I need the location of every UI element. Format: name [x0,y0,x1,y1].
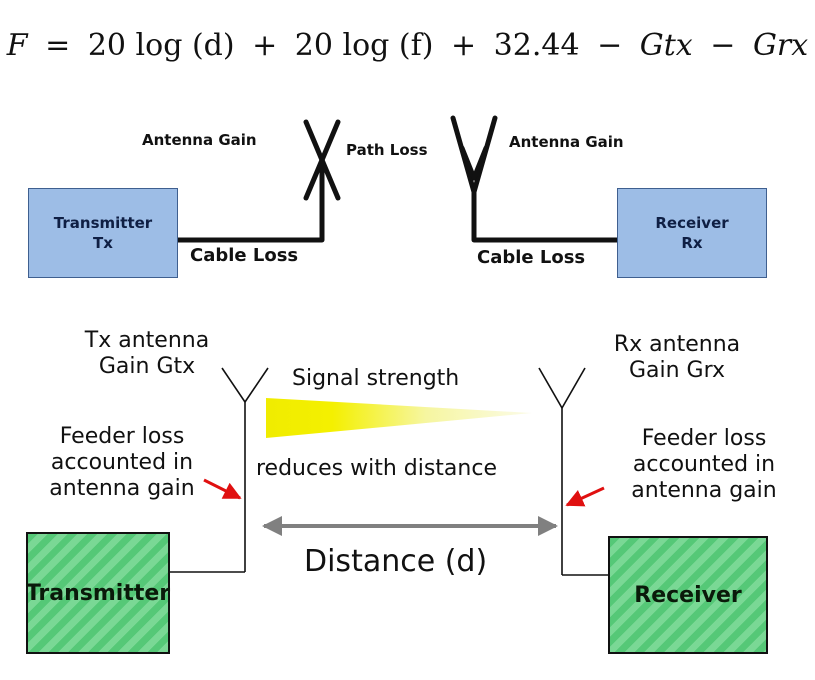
formula-eq: = [45,28,71,63]
rx-feeder-arrow [565,486,605,507]
tx-antenna-gain-label: Antenna Gain [142,131,257,149]
formula-term-distance: 20 log (d) [87,28,235,63]
rx-cable-loss-label: Cable Loss [477,247,586,268]
formula-f: F [6,28,28,63]
receiver-rx-box: Receiver Rx [617,188,767,278]
path-loss-formula: F = 20 log (d) + 20 log (f) + 32.44 − Gt… [0,28,815,63]
formula-plus: + [450,28,477,63]
reduces-with-distance-label: reduces with distance [256,456,497,481]
tx-cable-loss-label: Cable Loss [190,245,299,266]
formula-minus: − [597,28,623,63]
formula-constant: 32.44 [493,28,580,63]
signal-strength-beam [266,398,532,438]
rx-feeder-line3: antenna gain [631,478,777,503]
rx-antenna-top [450,115,498,243]
formula-grx: Grx [752,28,809,63]
rx-feeder-line2: accounted in [632,452,776,477]
tx-antenna-line2: Gain Gtx [98,354,196,379]
transmitter-box: Transmitter [26,532,170,654]
tx-feeder-loss-label: Feeder loss accounted in antenna gain [22,424,222,502]
tx-feeder-line2: accounted in [50,450,194,475]
tx-feeder-line3: antenna gain [49,476,195,501]
transmitter-box-label: Transmitter [25,580,171,606]
rx-antenna-gain-label: Antenna Gain [509,133,624,151]
signal-strength-label: Signal strength [292,366,460,391]
rx-antenna-bottom [538,367,608,576]
tx-antenna-top [303,119,341,243]
rx-antenna-line2: Gain Grx [628,358,726,383]
tx-feeder-line1: Feeder loss [59,424,185,449]
transmitter-tx-line2: Tx [93,234,113,252]
formula-gtx: Gtx [639,28,693,63]
tx-antenna-gain-gtx-label: Tx antenna Gain Gtx [62,328,232,380]
transmitter-tx-line1: Transmitter [53,214,153,232]
formula-term-frequency: 20 log (f) [294,28,434,63]
tx-antenna-line1: Tx antenna [84,328,210,353]
formula-plus: + [252,28,278,63]
tx-antenna-bottom [168,367,269,573]
tx-feeder-arrow [203,478,242,500]
transmitter-tx-box: Transmitter Tx [28,188,178,278]
receiver-box-label: Receiver [634,582,742,608]
receiver-box: Receiver [608,536,768,654]
path-loss-label: Path Loss [346,141,428,159]
rx-antenna-line1: Rx antenna [613,332,741,357]
distance-label: Distance (d) [304,544,488,579]
rx-antenna-gain-grx-label: Rx antenna Gain Grx [582,332,772,384]
formula-minus: − [710,28,736,63]
receiver-rx-line2: Rx [681,234,703,252]
rx-feeder-loss-label: Feeder loss accounted in antenna gain [604,426,804,504]
rx-feeder-line1: Feeder loss [641,426,767,451]
receiver-rx-line1: Receiver [655,214,729,232]
